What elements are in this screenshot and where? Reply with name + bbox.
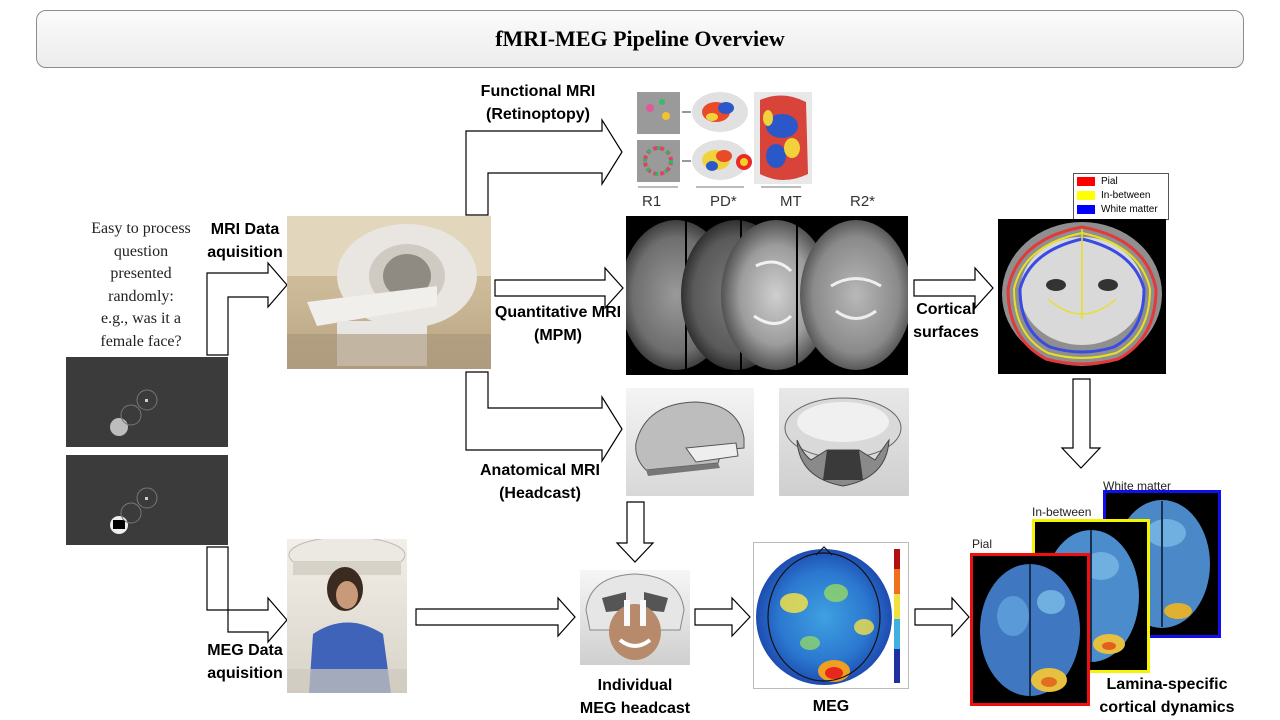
task-line: randomly:	[108, 287, 174, 305]
arrow-task-to-meg	[206, 546, 288, 644]
mpm-label-r1: R1	[642, 193, 662, 210]
arrow-task-to-mri	[206, 261, 288, 356]
mri-acquisition-label: MRI Data aquisition	[200, 218, 290, 264]
mri-scanner-photo	[287, 216, 491, 369]
label-line: (Retinoptopy)	[486, 106, 590, 123]
arrow-anatomical-to-headcast	[615, 501, 655, 563]
legend-swatch-red	[1077, 176, 1095, 186]
mpm-brain-maps	[626, 216, 908, 375]
surface-legend: Pial In-between White matter	[1073, 173, 1169, 220]
layer-label-in-between: In-between	[1032, 505, 1092, 519]
retinotopy-figure	[636, 90, 814, 195]
label-line: (Headcast)	[499, 485, 581, 502]
layer-label-pial: Pial	[972, 537, 993, 551]
legend-label: In-between	[1101, 189, 1151, 201]
arrow-headcast-to-meg	[694, 596, 751, 638]
label-line: surfaces	[913, 324, 979, 341]
label-line: (MPM)	[534, 327, 582, 344]
stimulus-screen-1	[66, 357, 228, 447]
functional-mri-label: Functional MRI (Retinoptopy)	[458, 80, 618, 126]
task-line: female face?	[100, 332, 182, 350]
legend-label: White matter	[1101, 203, 1158, 215]
arrow-mpm-to-cortical	[913, 266, 994, 310]
meg-label: MEG	[812, 698, 850, 715]
legend-item-pial: Pial	[1077, 174, 1168, 188]
stimulus-screen-2	[66, 455, 228, 545]
lamina-dynamics-label: Lamina-specific cortical dynamics	[1092, 673, 1242, 719]
arrow-mri-to-anatomical	[465, 371, 623, 464]
label-line: Anatomical MRI	[479, 462, 600, 479]
label-line: Individual	[597, 677, 673, 694]
coronal-surfaces-image	[998, 219, 1166, 374]
legend-item-white-matter: White matter	[1077, 202, 1168, 216]
arrow-mri-to-quantitative	[494, 266, 624, 310]
arrow-meg-to-headcast	[415, 596, 576, 638]
individual-headcast-photo	[580, 570, 690, 665]
legend-item-in-between: In-between	[1077, 188, 1168, 202]
arrow-mri-to-functional	[465, 117, 623, 216]
label-line: MEG Data	[207, 642, 283, 659]
task-line: question	[113, 242, 169, 260]
mpm-map-labels: R1 PD* MT R2*	[640, 193, 900, 215]
meg-acquisition-label: MEG Data aquisition	[200, 639, 290, 685]
label-line: aquisition	[207, 665, 283, 682]
anatomical-mri-label: Anatomical MRI (Headcast)	[466, 459, 614, 505]
label-line: aquisition	[207, 244, 283, 261]
legend-swatch-blue	[1077, 204, 1095, 214]
mpm-label-r2: R2*	[850, 193, 876, 210]
label-line: Functional MRI	[480, 83, 596, 100]
label-line: Quantitative MRI	[494, 304, 622, 321]
task-line: presented	[110, 265, 172, 282]
label-line: MRI Data	[210, 221, 280, 238]
label-line: cortical dynamics	[1099, 699, 1235, 716]
task-line: e.g., was it a	[101, 310, 181, 327]
label-line: Lamina-specific	[1106, 676, 1228, 693]
meg-subject-photo	[287, 539, 407, 693]
legend-swatch-yellow	[1077, 190, 1095, 200]
task-question-text: Easy to process question presented rando…	[78, 218, 204, 353]
mpm-label-pd: PD*	[710, 193, 737, 210]
brain-pial	[970, 553, 1090, 706]
arrow-cortical-to-lamina	[1060, 378, 1102, 469]
mpm-label-mt: MT	[780, 193, 802, 210]
label-line: MEG headcast	[579, 700, 691, 717]
legend-label: Pial	[1101, 175, 1118, 187]
page-title: fMRI-MEG Pipeline Overview	[495, 26, 785, 51]
meg-topography	[753, 542, 909, 689]
layer-label-white-matter: White matter	[1103, 479, 1172, 493]
headcast-render-1	[626, 388, 754, 496]
quantitative-mri-label: Quantitative MRI (MPM)	[487, 301, 629, 347]
title-box: fMRI-MEG Pipeline Overview	[36, 10, 1244, 68]
cortical-surfaces-label: Cortical surfaces	[908, 298, 984, 344]
label-line: Cortical	[916, 301, 976, 318]
headcast-render-2	[779, 388, 909, 496]
arrow-meg-to-lamina	[914, 596, 970, 638]
task-line: Easy to process	[91, 220, 191, 237]
individual-headcast-label: Individual MEG headcast	[571, 674, 699, 720]
